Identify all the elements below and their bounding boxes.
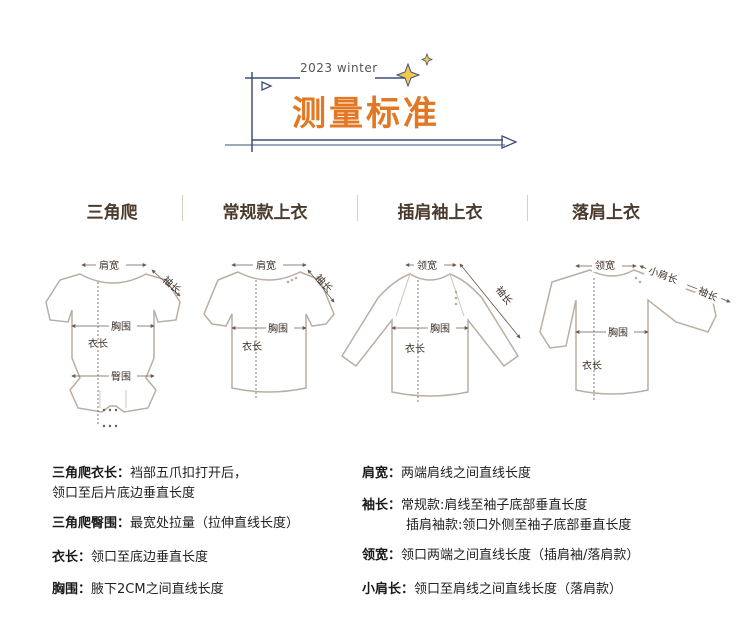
label-length: 衣长 xyxy=(582,359,602,372)
divider xyxy=(527,195,528,221)
label-sleeve-length: 袖长 xyxy=(493,284,516,308)
label-collar-width: 领宽 xyxy=(595,259,615,272)
label-hip: 臀围 xyxy=(111,371,131,383)
label-small-shoulder: 小肩长 xyxy=(647,264,680,286)
divider xyxy=(182,195,183,221)
definition-bodysuit-length: 三角爬衣长：裆部五爪扣打开后， 领口至后片底边垂直长度 xyxy=(52,466,248,501)
definition-collar-width: 领宽：领口两端之间直线长度（插肩袖/落肩款） xyxy=(362,548,640,563)
label-length: 衣长 xyxy=(405,342,425,355)
label-collar-width: 领宽 xyxy=(417,259,437,272)
sparkle-icon xyxy=(395,52,434,88)
definition-shoulder-width: 肩宽：两端肩线之间直线长度 xyxy=(362,466,532,481)
label-chest: 胸围 xyxy=(430,322,450,335)
arrow-right-icon xyxy=(501,135,518,149)
column-heading-drop-shoulder-top: 落肩上衣 xyxy=(572,203,640,223)
label-sleeve-length: 袖长 xyxy=(160,273,184,296)
column-heading-regular-top: 常规款上衣 xyxy=(222,203,308,223)
drop-shoulder-top-illustration: 领宽 小肩长 袖长 胸围 衣长 xyxy=(539,258,731,402)
definition-bodysuit-hip: 三角爬臀围：最宽处拉量（拉伸直线长度） xyxy=(52,516,300,531)
column-heading-bodysuit: 三角爬 xyxy=(86,203,138,223)
label-chest: 胸围 xyxy=(608,326,628,339)
definition-length: 衣长：领口至底边垂直长度 xyxy=(52,550,209,565)
definition-chest: 胸围：腋下2CM之间直线长度 xyxy=(52,582,224,597)
year-label: 2023 winter xyxy=(300,61,378,75)
header-frame xyxy=(225,52,518,152)
label-chest: 胸围 xyxy=(111,320,131,333)
label-shoulder-width: 肩宽 xyxy=(99,259,119,272)
garment-illustrations: 肩宽 袖长 胸围 衣长 臀围 肩宽 袖长 胸围 衣长 领宽 袖长 胸围 衣 xyxy=(45,258,731,428)
definition-sleeve-length: 袖长：常规款:肩线至袖子底部垂直长度 插肩袖款:领口外侧至袖子底部垂直长度 xyxy=(362,498,632,533)
bodysuit-illustration: 肩宽 袖长 胸围 衣长 臀围 xyxy=(45,258,184,428)
divider xyxy=(357,195,358,221)
label-sleeve-length: 袖长 xyxy=(312,271,335,295)
definition-small-shoulder: 小肩长：领口至肩线之间直线长度（落肩款） xyxy=(362,582,623,597)
label-length: 衣长 xyxy=(242,340,262,353)
label-chest: 胸围 xyxy=(268,322,288,335)
column-heading-raglan-top: 插肩袖上衣 xyxy=(397,203,483,223)
label-shoulder-width: 肩宽 xyxy=(256,259,276,272)
page-title: 测量标准 xyxy=(292,94,440,134)
raglan-top-illustration: 领宽 袖长 胸围 衣长 xyxy=(340,258,521,402)
column-headings: 三角爬 常规款上衣 插肩袖上衣 落肩上衣 xyxy=(0,198,750,223)
label-length: 衣长 xyxy=(88,337,108,350)
arrow-right-icon xyxy=(261,80,273,92)
regular-top-illustration: 肩宽 袖长 胸围 衣长 xyxy=(203,258,335,400)
